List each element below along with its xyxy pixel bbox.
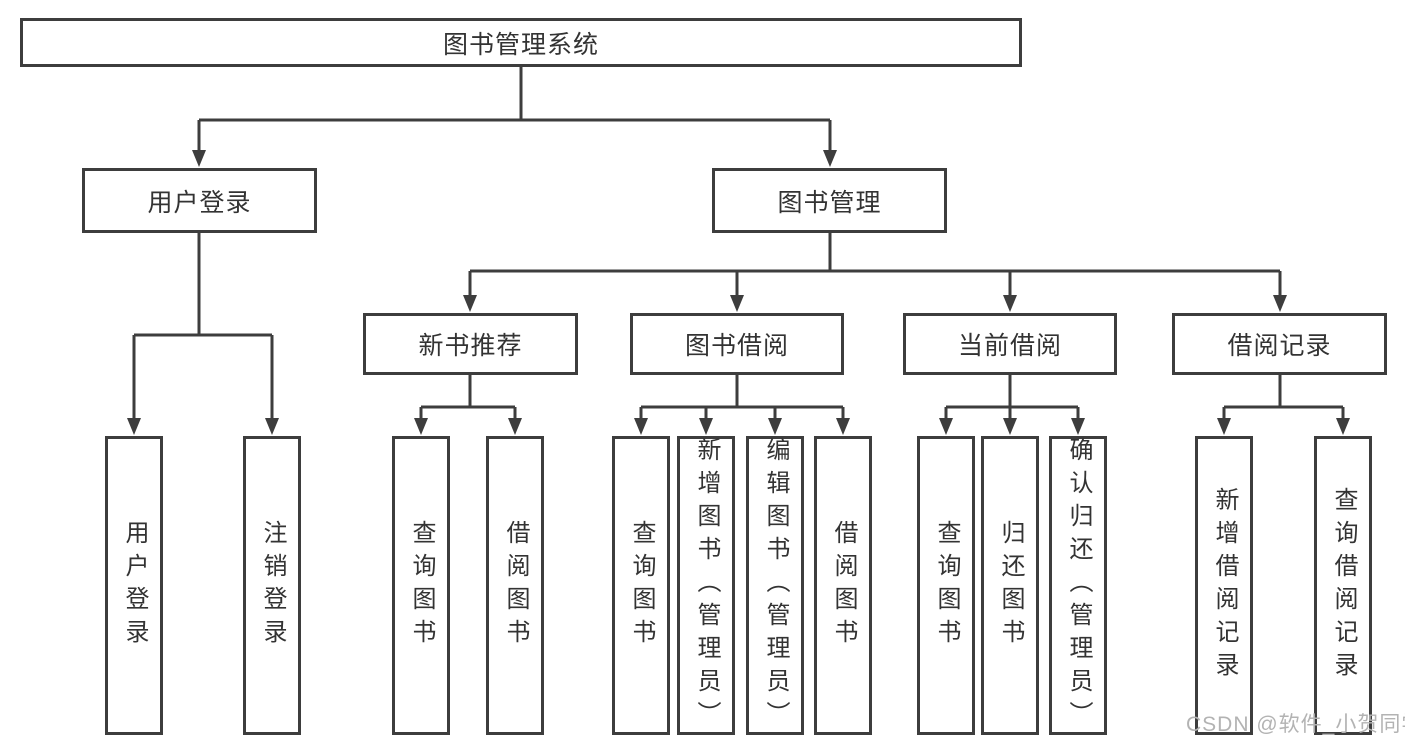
leaf-logout-login-label: 注销登录 — [259, 519, 286, 652]
node-user-login: 用户登录 — [82, 168, 317, 233]
node-book-management-label: 图书管理 — [777, 188, 882, 217]
node-current-borrowing: 当前借阅 — [903, 313, 1117, 375]
arrowhead — [768, 418, 782, 435]
leaf-br-add-record-label: 新增借阅记录 — [1211, 486, 1238, 685]
leaf-bb-edit-books-admin-label: 编辑图书（管理员） — [762, 437, 789, 734]
leaf-nbr-borrow-books: 借阅图书 — [486, 436, 544, 735]
leaf-user-login: 用户登录 — [105, 436, 163, 735]
arrowheads — [127, 150, 1350, 435]
leaf-nbr-borrow-books-label: 借阅图书 — [502, 519, 529, 652]
leaf-br-query-record-label: 查询借阅记录 — [1330, 486, 1357, 685]
leaf-bb-edit-books-admin: 编辑图书（管理员） — [746, 436, 804, 735]
arrowhead — [1273, 295, 1287, 312]
leaf-bb-borrow-books-label: 借阅图书 — [830, 519, 857, 652]
leaf-logout-login: 注销登录 — [243, 436, 301, 735]
leaf-user-login-label: 用户登录 — [121, 519, 148, 652]
arrowhead — [1217, 418, 1231, 435]
node-book-borrowing-label: 图书借阅 — [684, 332, 789, 360]
leaf-bb-query-books: 查询图书 — [612, 436, 670, 735]
node-user-login-label: 用户登录 — [147, 188, 252, 217]
arrowhead — [1003, 295, 1017, 312]
arrowhead — [1071, 418, 1085, 435]
connector-current-borrow-to-leaves — [944, 375, 1080, 421]
arrowhead — [127, 418, 141, 435]
node-root: 图书管理系统 — [20, 18, 1022, 67]
arrowhead — [192, 150, 206, 167]
arrowhead — [265, 418, 279, 435]
connector-borrow-records-to-leaves — [1222, 375, 1345, 421]
leaf-bb-borrow-books: 借阅图书 — [814, 436, 872, 735]
node-new-book-recommend-label: 新书推荐 — [418, 332, 523, 360]
leaf-cb-query-books-label: 查询图书 — [933, 519, 960, 652]
arrowhead — [414, 418, 428, 435]
leaf-cb-confirm-return-admin: 确认归还（管理员） — [1049, 436, 1107, 735]
arrowhead — [1003, 418, 1017, 435]
connector-book-borrow-to-leaves — [639, 375, 845, 421]
connector-book-mgmt-to-level3 — [468, 233, 1282, 298]
arrowhead — [508, 418, 522, 435]
arrowhead — [699, 418, 713, 435]
leaf-br-query-record: 查询借阅记录 — [1314, 436, 1372, 735]
node-book-borrowing: 图书借阅 — [630, 313, 844, 375]
arrowhead — [939, 418, 953, 435]
node-current-borrowing-label: 当前借阅 — [957, 332, 1062, 360]
node-book-management: 图书管理 — [712, 168, 947, 233]
leaf-cb-query-books: 查询图书 — [917, 436, 975, 735]
node-borrowing-records-label: 借阅记录 — [1227, 332, 1332, 360]
leaf-cb-return-books: 归还图书 — [981, 436, 1039, 735]
arrowhead — [634, 418, 648, 435]
leaf-nbr-query-books: 查询图书 — [392, 436, 450, 735]
leaf-nbr-query-books-label: 查询图书 — [408, 519, 435, 652]
leaf-br-add-record: 新增借阅记录 — [1195, 436, 1253, 735]
node-borrowing-records: 借阅记录 — [1172, 313, 1387, 375]
connector-root-to-level2 — [197, 67, 832, 153]
node-root-label: 图书管理系统 — [442, 30, 599, 59]
leaf-cb-confirm-return-admin-label: 确认归还（管理员） — [1065, 437, 1092, 734]
leaf-bb-query-books-label: 查询图书 — [628, 519, 655, 652]
connector-user-login-to-leaves — [132, 233, 274, 421]
leaf-bb-add-books-admin: 新增图书（管理员） — [677, 436, 735, 735]
arrowhead — [823, 150, 837, 167]
connector-new-book-to-leaves — [419, 375, 517, 421]
arrowhead — [730, 295, 744, 312]
node-new-book-recommend: 新书推荐 — [363, 313, 578, 375]
csdn-watermark: CSDN @软件_小贺同学 — [1186, 713, 1405, 736]
arrowhead — [463, 295, 477, 312]
arrowhead — [836, 418, 850, 435]
leaf-cb-return-books-label: 归还图书 — [997, 519, 1024, 652]
arrowhead — [1336, 418, 1350, 435]
leaf-bb-add-books-admin-label: 新增图书（管理员） — [693, 437, 720, 734]
